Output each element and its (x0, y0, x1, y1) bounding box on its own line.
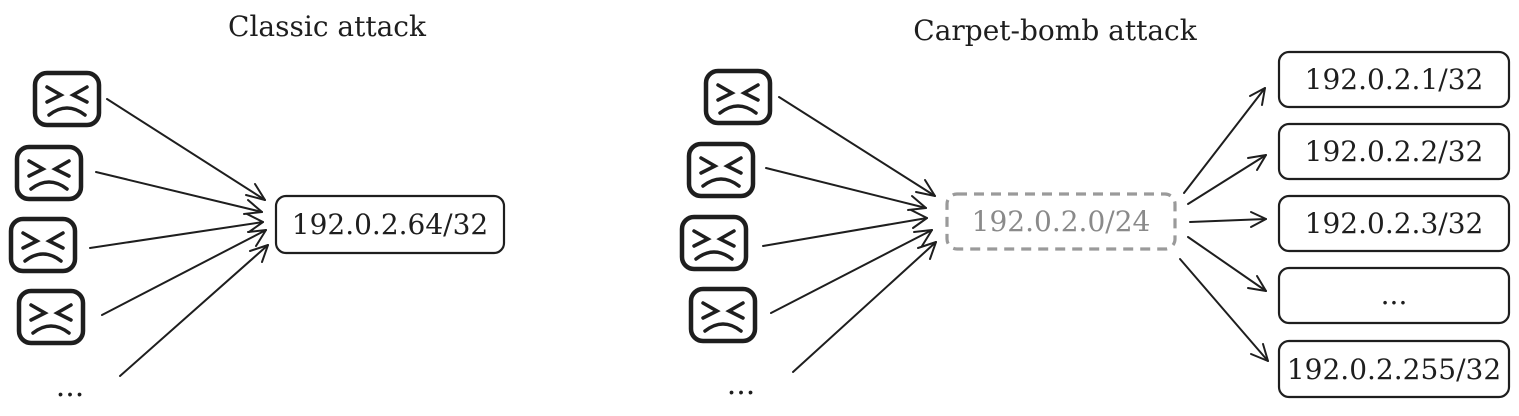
host-label: 192.0.2.3/32 (1305, 207, 1484, 240)
attacker-angry-face-icon (706, 71, 770, 123)
attacker-angry-face-icon (691, 289, 755, 341)
classic-more-attackers: ... (56, 369, 85, 404)
attacker-angry-face-icon (11, 219, 75, 271)
host-box (1277, 339, 1511, 399)
classic-target-box (274, 194, 506, 255)
host-box (1277, 122, 1511, 181)
carpet-title: Carpet-bomb attack (913, 14, 1197, 47)
carpet-fanout-arrows (1179, 87, 1269, 362)
carpet-subnet-box (945, 192, 1177, 251)
host-label: 192.0.2.1/32 (1305, 63, 1484, 96)
host-label: 192.0.2.255/32 (1287, 353, 1501, 386)
classic-attack-arrows (89, 98, 269, 377)
attacker-angry-face-icon (689, 144, 753, 196)
attacker-angry-face-icon (35, 73, 99, 125)
host-list: 192.0.2.1/32 192.0.2.2/32 192.0.2.3/32 .… (1277, 50, 1511, 399)
host-label: ... (1381, 278, 1408, 311)
host-box (1277, 194, 1511, 253)
attacker-angry-face-icon (19, 291, 83, 343)
carpet-attack-arrows (762, 96, 937, 373)
host-box (1277, 266, 1511, 325)
classic-title: Classic attack (228, 10, 427, 43)
carpet-subnet-label: 192.0.2.0/24 (972, 205, 1151, 238)
carpet-more-attackers: ... (727, 367, 756, 402)
attacker-angry-face-icon (17, 147, 81, 199)
attacker-angry-face-icon (682, 217, 746, 269)
classic-target-label: 192.0.2.64/32 (292, 208, 488, 241)
host-label: 192.0.2.2/32 (1305, 135, 1484, 168)
host-box (1277, 50, 1511, 109)
